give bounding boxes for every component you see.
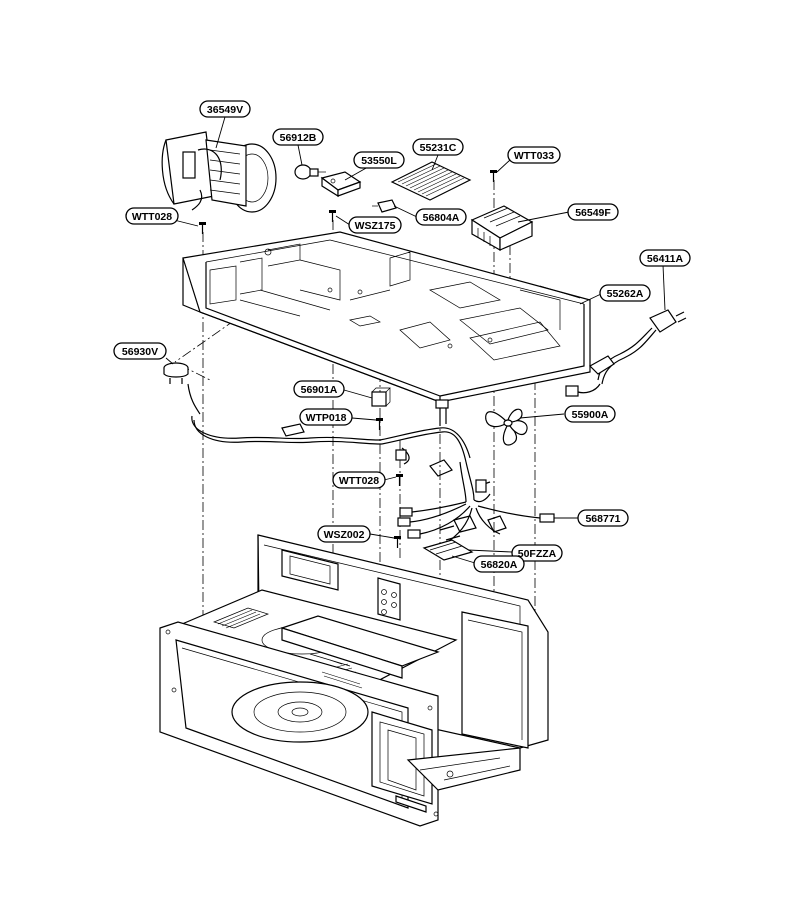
svg-text:WSZ175: WSZ175: [355, 220, 396, 232]
svg-text:53550L: 53550L: [361, 155, 397, 167]
label-56549F: 56549F: [567, 203, 619, 221]
svg-text:55900A: 55900A: [572, 409, 609, 421]
svg-text:WTT028: WTT028: [132, 211, 172, 223]
label-WSZ002: WSZ002: [317, 525, 371, 543]
label-568771: 568771: [577, 509, 629, 527]
label-53550L: 53550L: [353, 151, 405, 169]
lamp-part: [294, 164, 326, 180]
svg-text:55262A: 55262A: [607, 288, 644, 300]
lamp-socket-part: [320, 171, 362, 198]
blower-motor-part: [161, 131, 277, 213]
label-WTT028-mid: WTT028: [332, 471, 386, 489]
screw-wsz002: [394, 536, 401, 548]
label-56912B: 56912B: [272, 128, 324, 146]
wire-harness-part: [187, 383, 555, 545]
label-55231C: 55231C: [412, 138, 464, 156]
label-36549V: 36549V: [199, 100, 251, 118]
leader-lines: [165, 116, 666, 564]
label-55900A: 55900A: [564, 405, 616, 423]
label-WSZ175: WSZ175: [348, 216, 402, 234]
label-56820A: 56820A: [473, 555, 525, 573]
label-56930V: 56930V: [113, 342, 167, 360]
oven-chassis-part: [159, 534, 549, 827]
label-WTT033: WTT033: [507, 146, 561, 164]
svg-text:36549V: 36549V: [207, 104, 243, 116]
svg-text:WTT033: WTT033: [514, 150, 554, 162]
svg-text:56411A: 56411A: [647, 253, 684, 265]
part-labels: 36549V 56912B 55231C 53550L WTT033 WTT02…: [113, 100, 691, 573]
screw-wtp018: [376, 418, 383, 430]
thermostat-part: [163, 362, 189, 384]
svg-text:WTP018: WTP018: [306, 412, 347, 424]
label-55262A: 55262A: [599, 284, 651, 302]
sensor-bracket-part: [422, 539, 474, 561]
filter-part: [390, 161, 472, 201]
svg-text:55231C: 55231C: [420, 142, 457, 154]
label-56804A: 56804A: [415, 208, 467, 226]
svg-text:568771: 568771: [585, 513, 620, 525]
label-50FZZA: 50FZZA: [511, 544, 563, 562]
svg-text:56930V: 56930V: [122, 346, 158, 358]
screws: [199, 170, 497, 548]
clip-part: [372, 199, 397, 213]
svg-text:WSZ002: WSZ002: [324, 529, 365, 541]
label-56411A: 56411A: [639, 249, 691, 267]
relay-part: [371, 387, 391, 407]
screw-wtt033: [490, 170, 497, 182]
label-56901A: 56901A: [293, 380, 345, 398]
svg-text:50FZZA: 50FZZA: [518, 548, 557, 560]
fan-blade-part: [485, 408, 528, 446]
svg-text:56820A: 56820A: [481, 559, 518, 571]
power-cord-part: [565, 309, 687, 397]
svg-text:56912B: 56912B: [280, 132, 317, 144]
label-WTP018: WTP018: [299, 408, 353, 426]
damper-part: [470, 205, 534, 252]
screw-wtt028-mid: [396, 474, 403, 486]
svg-text:56804A: 56804A: [423, 212, 460, 224]
base-plate-part: [182, 231, 591, 403]
screw-wsz175: [329, 210, 336, 222]
label-WTT028-top: WTT028: [125, 207, 179, 225]
svg-text:WTT028: WTT028: [339, 475, 379, 487]
svg-text:56901A: 56901A: [301, 384, 338, 396]
screw-wtt028-top: [199, 222, 206, 234]
svg-text:56549F: 56549F: [575, 207, 611, 219]
